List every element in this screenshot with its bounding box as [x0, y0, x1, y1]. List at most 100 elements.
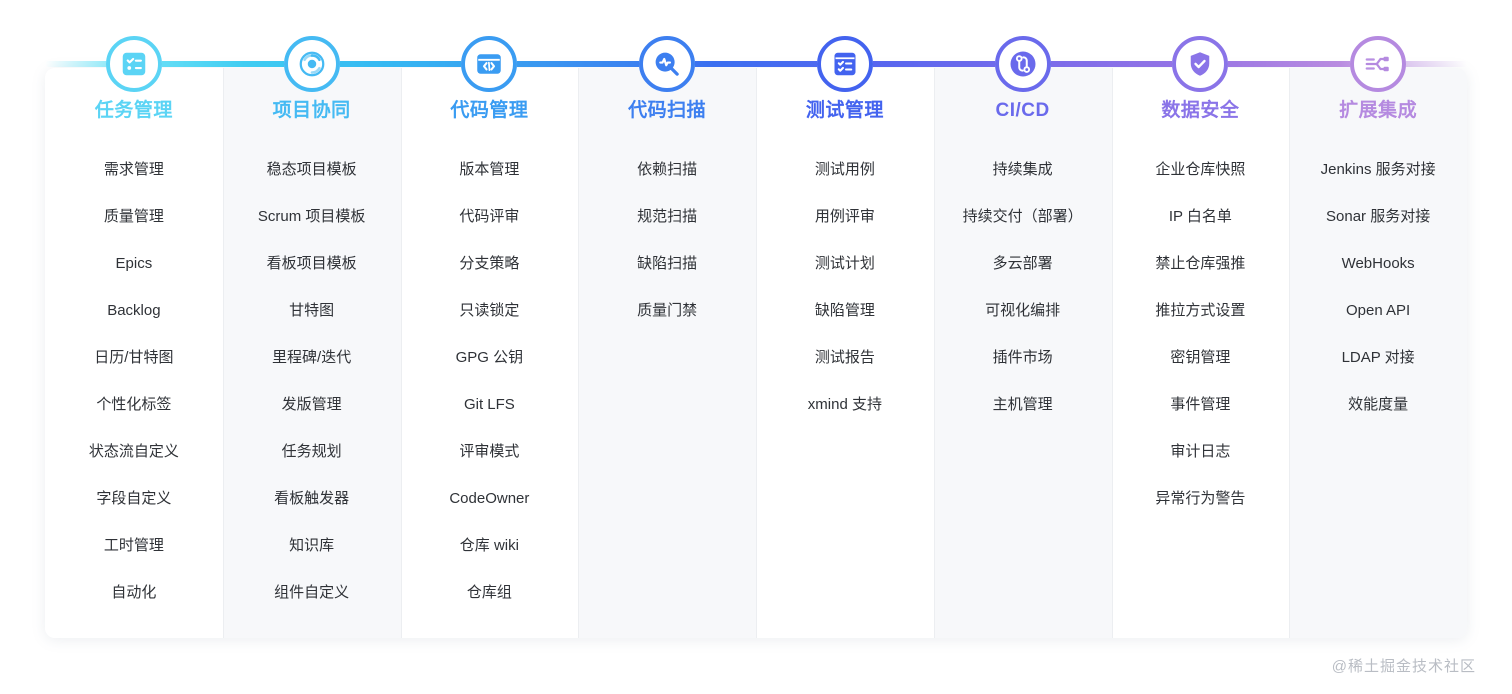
feature-item[interactable]: 规范扫描: [637, 207, 698, 225]
feature-item[interactable]: 用例评审: [814, 207, 875, 225]
feature-item[interactable]: 测试报告: [814, 348, 875, 366]
feature-item[interactable]: 缺陷扫描: [637, 254, 698, 272]
feature-item[interactable]: 事件管理: [1170, 395, 1231, 413]
feature-item[interactable]: 分支策略: [459, 254, 520, 272]
feature-list: 稳态项目模板 Scrum 项目模板看板项目模板甘特图里程碑/迭代发版管理任务规划看…: [223, 146, 401, 616]
feature-item[interactable]: 工时管理: [103, 536, 164, 554]
feature-item[interactable]: 版本管理: [459, 160, 520, 178]
feature-list: 测试用例用例评审测试计划缺陷管理测试报告 xmind 支持: [756, 146, 934, 428]
feature-item[interactable]: 发版管理: [281, 395, 342, 413]
feature-item[interactable]: GPG 公钥: [455, 348, 524, 366]
timeline-rail: [45, 61, 1467, 67]
feature-item[interactable]: 状态流自定义: [88, 442, 179, 460]
feature-item[interactable]: 看板触发器: [274, 489, 350, 507]
feature-item[interactable]: Epics: [115, 254, 153, 272]
feature-item[interactable]: 仓库组: [466, 583, 512, 601]
feature-item[interactable]: 仓库 wiki: [459, 536, 519, 554]
orbit-hub-icon: [297, 49, 327, 79]
feature-item[interactable]: xmind 支持: [807, 395, 882, 413]
feature-item[interactable]: 密钥管理: [1170, 348, 1231, 366]
feature-list: 版本管理代码评审分支策略只读锁定 GPG 公钥 Git LFS 评审模式 CodeOwn…: [401, 146, 579, 616]
timeline-node-2[interactable]: [283, 36, 340, 92]
feature-item[interactable]: 测试计划: [814, 254, 875, 272]
timeline-node-1[interactable]: [105, 36, 162, 92]
feature-item[interactable]: Jenkins 服务对接: [1320, 160, 1436, 178]
feature-item[interactable]: 任务规划: [281, 442, 342, 460]
feature-item[interactable]: CodeOwner: [449, 489, 530, 507]
timeline-node-6[interactable]: [994, 36, 1051, 92]
feature-item[interactable]: 禁止仓库强推: [1155, 254, 1246, 272]
feature-item[interactable]: 评审模式: [459, 442, 520, 460]
feature-list: 持续集成持续交付（部署） 多云部署可视化编排插件市场主机管理: [934, 146, 1112, 428]
integration-nodes-icon: [1363, 49, 1393, 79]
feature-item[interactable]: 需求管理: [103, 160, 164, 178]
feature-item[interactable]: 插件市场: [992, 348, 1053, 366]
feature-item[interactable]: 字段自定义: [96, 489, 172, 507]
feature-item[interactable]: 测试用例: [814, 160, 875, 178]
feature-item[interactable]: 自动化: [111, 583, 157, 601]
capability-column: CI/CD 持续集成持续交付（部署） 多云部署可视化编排插件市场主机管理: [933, 68, 1112, 638]
feature-item[interactable]: Scrum 项目模板: [257, 207, 366, 225]
feature-item[interactable]: 质量门禁: [637, 301, 698, 319]
feature-item[interactable]: 甘特图: [289, 301, 335, 319]
timeline-node-7[interactable]: [1172, 36, 1229, 92]
scan-pulse-icon: [652, 49, 682, 79]
feature-item[interactable]: 质量管理: [103, 207, 164, 225]
feature-item[interactable]: Open API: [1346, 301, 1411, 319]
column-title: 项目协同: [272, 100, 351, 121]
feature-item[interactable]: 推拉方式设置: [1155, 301, 1246, 319]
shield-check-icon: [1185, 49, 1215, 79]
capability-column: 数据安全企业仓库快照 IP 白名单禁止仓库强推推拉方式设置密钥管理事件管理审计日志…: [1111, 68, 1290, 638]
feature-item[interactable]: 企业仓库快照: [1155, 160, 1246, 178]
feature-item[interactable]: 里程碑/迭代: [272, 348, 352, 366]
feature-item[interactable]: 看板项目模板: [266, 254, 357, 272]
feature-item[interactable]: 可视化编排: [985, 301, 1061, 319]
feature-item[interactable]: Git LFS: [463, 395, 515, 413]
feature-item[interactable]: WebHooks: [1341, 254, 1415, 272]
capability-column: 项目协同稳态项目模板 Scrum 项目模板看板项目模板甘特图里程碑/迭代发版管理任…: [222, 68, 401, 638]
feature-item[interactable]: 个性化标签: [96, 395, 172, 413]
timeline-node-8[interactable]: [1350, 36, 1407, 92]
column-title: 代码扫描: [628, 100, 707, 121]
feature-item[interactable]: 缺陷管理: [814, 301, 875, 319]
feature-item[interactable]: 效能度量: [1348, 395, 1409, 413]
capability-column: 测试管理测试用例用例评审测试计划缺陷管理测试报告 xmind 支持: [756, 68, 934, 638]
feature-item[interactable]: 持续交付（部署）: [962, 207, 1083, 225]
feature-item[interactable]: 主机管理: [992, 395, 1053, 413]
feature-item[interactable]: 持续集成: [992, 160, 1053, 178]
feature-item[interactable]: 多云部署: [992, 254, 1053, 272]
timeline-node-5[interactable]: [816, 36, 873, 92]
column-title: 数据安全: [1161, 100, 1240, 121]
feature-item[interactable]: Backlog: [107, 301, 161, 319]
feature-item[interactable]: 异常行为警告: [1155, 489, 1246, 507]
checklist-icon: [119, 49, 149, 79]
feature-item[interactable]: 只读锁定: [459, 301, 520, 319]
node-ring: [994, 36, 1051, 92]
feature-item[interactable]: IP 白名单: [1168, 207, 1232, 225]
feature-item[interactable]: 日历/甘特图: [94, 348, 174, 366]
watermark: @稀土掘金技术社区: [1331, 658, 1476, 675]
column-title: 测试管理: [805, 100, 884, 121]
feature-item[interactable]: 依赖扫描: [637, 160, 698, 178]
feature-item[interactable]: LDAP 对接: [1341, 348, 1415, 366]
feature-item[interactable]: 代码评审: [459, 207, 520, 225]
feature-item[interactable]: 审计日志: [1170, 442, 1231, 460]
feature-item[interactable]: 组件自定义: [274, 583, 350, 601]
column-title: CI/CD: [995, 100, 1050, 121]
column-title: 任务管理: [94, 100, 173, 121]
capability-column: 代码扫描依赖扫描规范扫描缺陷扫描质量门禁: [578, 68, 756, 638]
feature-item[interactable]: Sonar 服务对接: [1326, 207, 1431, 225]
timeline-node-4[interactable]: [639, 36, 696, 92]
column-title: 扩展集成: [1339, 100, 1418, 121]
feature-list: 企业仓库快照 IP 白名单禁止仓库强推推拉方式设置密钥管理事件管理审计日志异常行为…: [1112, 146, 1290, 522]
feature-item[interactable]: 知识库: [289, 536, 335, 554]
timeline-node-3[interactable]: [461, 36, 518, 92]
feature-item[interactable]: 稳态项目模板: [266, 160, 357, 178]
